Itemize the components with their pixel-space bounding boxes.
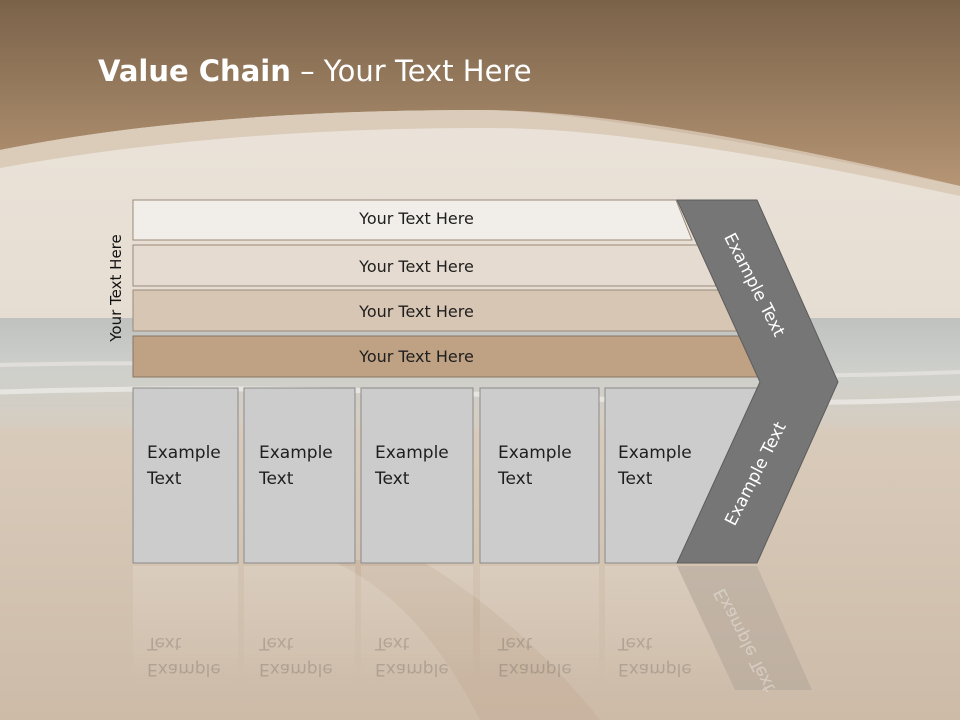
bar-1-label: Your Text Here: [359, 209, 474, 228]
box-4-label: Example Text: [498, 443, 572, 489]
box-1: [132, 387, 239, 564]
box-4-label-reflection: Example Text: [498, 633, 572, 679]
chevron-arrow: [676, 199, 839, 564]
box-5-label-reflection: Example Text: [618, 633, 692, 679]
box-3-label-reflection: Example Text: [375, 633, 449, 679]
box-1-label-reflection: Example Text: [147, 633, 221, 679]
bar-3-label: Your Text Here: [359, 302, 474, 321]
box-4: [479, 387, 600, 564]
reflection: [133, 566, 812, 690]
bar-4-label: Your Text Here: [359, 347, 474, 366]
side-label: Your Text Here: [107, 234, 125, 342]
box-3: [360, 387, 474, 564]
title-bold: Value Chain: [98, 54, 291, 88]
box-2-label: Example Text: [259, 443, 333, 489]
bar-1: [132, 199, 693, 241]
box-5-label: Example Text: [618, 443, 692, 489]
bar-2-label: Your Text Here: [359, 257, 474, 276]
box-2: [243, 387, 356, 564]
box-1-label: Example Text: [147, 443, 221, 489]
box-2-label-reflection: Example Text: [259, 633, 333, 679]
box-3-label: Example Text: [375, 443, 449, 489]
title-rest: – Your Text Here: [290, 54, 532, 88]
slide-title: Value Chain – Your Text Here: [98, 54, 532, 88]
